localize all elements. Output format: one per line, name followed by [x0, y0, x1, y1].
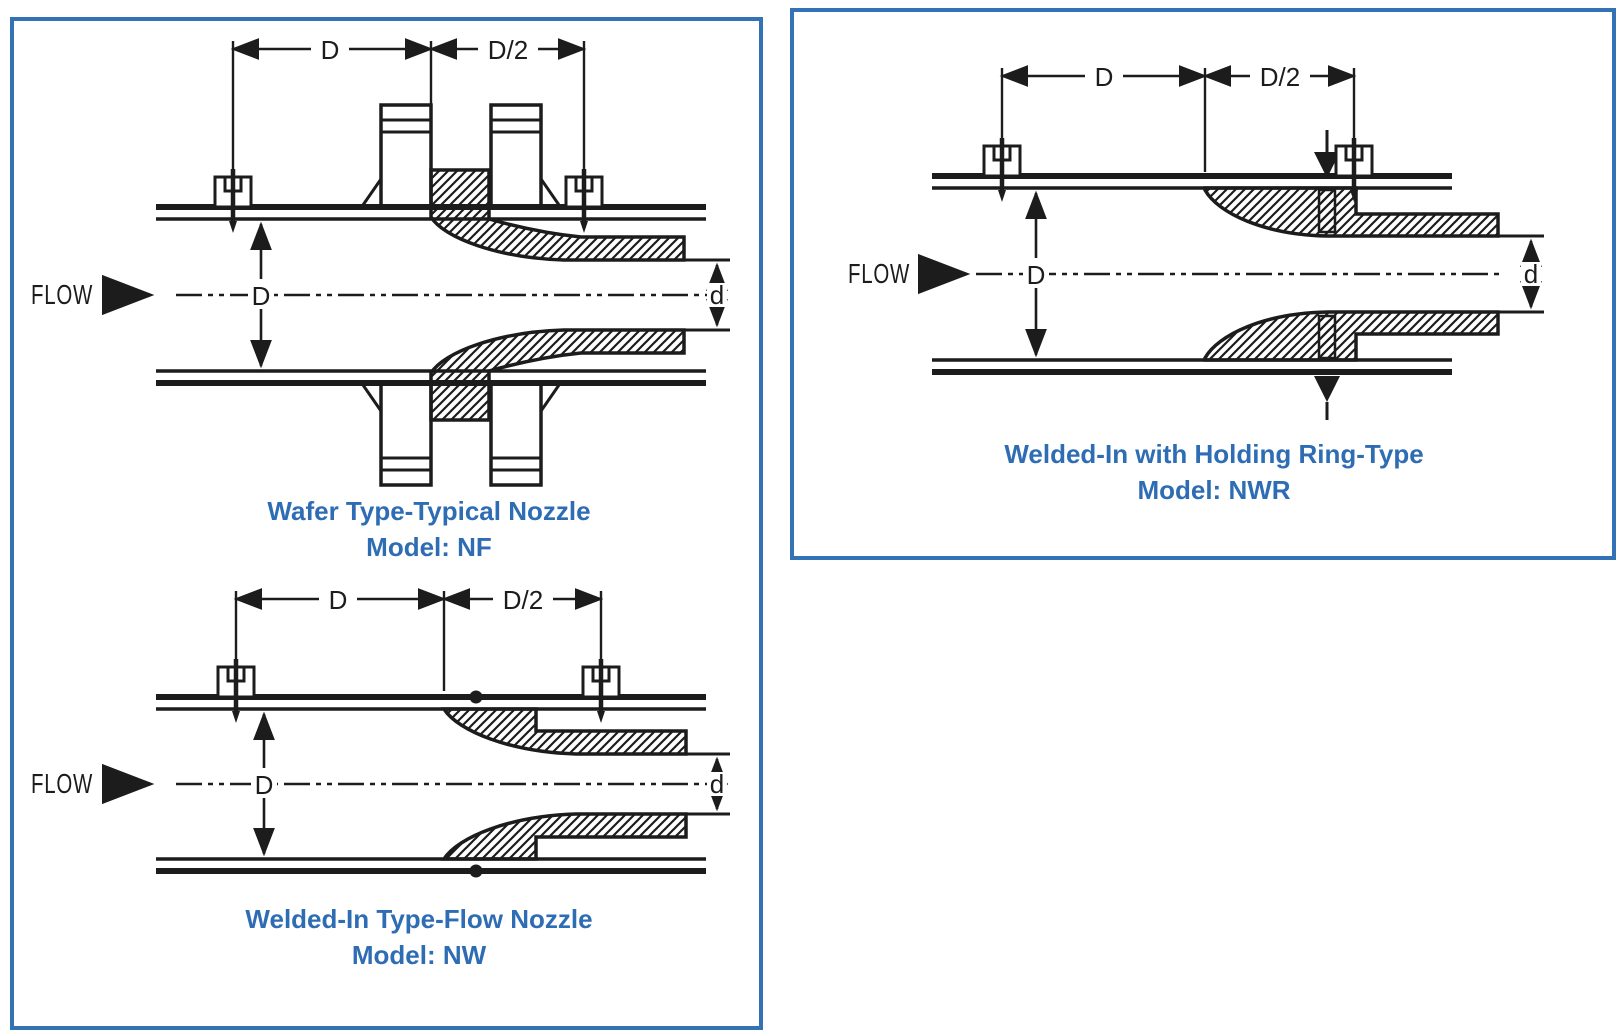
nf-dim-d2-label: D/2 — [488, 35, 528, 65]
nw-dim-d2-label: D/2 — [503, 585, 543, 615]
nwr-bore-label: D — [1027, 260, 1046, 290]
nf-throat-dimension — [684, 258, 730, 332]
nwr-top-dimensions — [999, 62, 1357, 172]
nw-weld-dot-icon — [469, 864, 483, 878]
nw-bore-dimension — [251, 711, 277, 857]
nf-caption-model: Model: NF — [366, 532, 492, 562]
nwr-flow-label: FLOW — [848, 258, 910, 289]
nf-bore-label: D — [252, 281, 271, 311]
nf-flow-label: FLOW — [31, 279, 93, 310]
nwr-caption-model: Model: NWR — [1137, 475, 1291, 505]
nwr-caption: Welded-In with Holding Ring-Type Model: … — [804, 436, 1624, 508]
nwr-bore-dimension — [1023, 190, 1049, 358]
nw-throat-dimension — [686, 752, 730, 816]
nw-caption-model: Model: NW — [351, 940, 487, 970]
nwr-caption-title: Welded-In with Holding Ring-Type — [1004, 439, 1424, 469]
nw-weld-dot-icon — [469, 690, 483, 704]
nwr-nozzle-section — [1203, 186, 1500, 362]
nf-top-dimensions — [230, 35, 587, 173]
nf-throat-label: d — [710, 280, 724, 310]
nwr-holding-pin-icon — [1314, 130, 1340, 420]
nw-dim-d-label: D — [329, 585, 348, 615]
nw-top-dimensions — [233, 585, 604, 691]
nw-bore-label: D — [255, 770, 274, 800]
nwr-dim-d-label: D — [1095, 62, 1114, 92]
nf-diagram: D D/2 D d FLOW — [31, 35, 730, 487]
nwr-throat-dimension — [1498, 234, 1544, 314]
nf-nozzle-section — [429, 168, 686, 422]
nf-caption-title: Wafer Type-Typical Nozzle — [267, 496, 591, 526]
nwr-dim-d2-label: D/2 — [1260, 62, 1300, 92]
nw-throat-label: d — [710, 769, 724, 799]
nw-diagram: D D/2 D d FLOW — [31, 585, 730, 878]
nw-flow-label: FLOW — [31, 768, 93, 799]
nf-dim-d-label: D — [321, 35, 340, 65]
left-panel: D D/2 D d FLOW Wafer Type-Typical Nozzle… — [10, 17, 763, 1030]
nw-pressure-tap-icon — [216, 659, 621, 723]
nf-bore-dimension — [248, 221, 274, 369]
nwr-diagram: D D/2 D d FLOW — [848, 62, 1544, 420]
right-panel: D D/2 D d FLOW Welded-In with Holding Ri… — [790, 8, 1616, 560]
nf-caption: Wafer Type-Typical Nozzle Model: NF — [104, 493, 754, 565]
nw-caption-title: Welded-In Type-Flow Nozzle — [245, 904, 593, 934]
nw-nozzle-section — [440, 707, 688, 861]
nf-pressure-tap-icon — [213, 169, 604, 233]
nwr-throat-label: d — [1524, 259, 1538, 289]
nwr-pressure-tap-icon — [982, 138, 1374, 202]
nw-caption: Welded-In Type-Flow Nozzle Model: NW — [94, 901, 744, 973]
